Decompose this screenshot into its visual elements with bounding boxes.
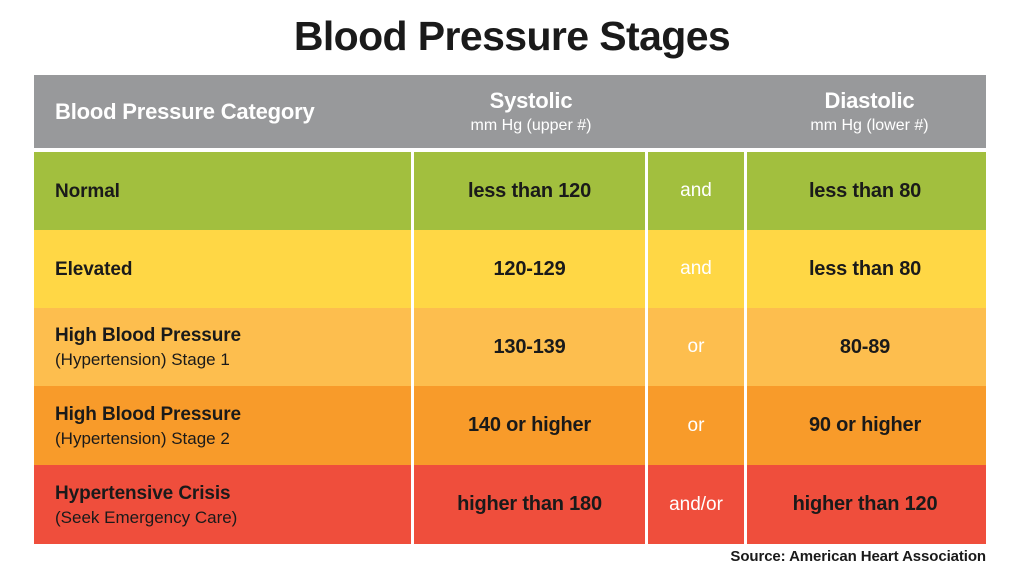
column-header-category-label: Blood Pressure Category [55,98,315,124]
cell-diastolic: higher than 120 [747,465,983,544]
column-header-systolic-label: Systolic [489,87,573,113]
cell-category: Hypertensive Crisis (Seek Emergency Care… [34,465,411,544]
table-row: High Blood Pressure (Hypertension) Stage… [34,308,986,386]
operator-value: and [680,180,712,201]
column-header-diastolic-units: mm Hg (lower #) [810,116,929,134]
blood-pressure-table: Blood Pressure Category Systolic mm Hg (… [34,75,986,544]
cell-systolic: 120-129 [411,230,648,308]
column-header-diastolic: Diastolic mm Hg (lower #) [753,75,986,148]
table-row: High Blood Pressure (Hypertension) Stage… [34,386,986,465]
category-name: High Blood Pressure [55,325,242,346]
cell-systolic: 140 or higher [411,386,648,465]
cell-diastolic: 90 or higher [747,386,983,465]
cell-category: High Blood Pressure (Hypertension) Stage… [34,308,411,386]
page-title: Blood Pressure Stages [293,13,731,59]
systolic-value: 130-139 [493,335,566,358]
cell-operator: and [648,152,747,230]
systolic-value: 140 or higher [468,414,591,436]
operator-value: and/or [669,493,723,515]
category-subtitle: (Hypertension) Stage 2 [55,428,230,448]
cell-diastolic: less than 80 [747,230,983,308]
column-header-systolic-units: mm Hg (upper #) [470,116,592,134]
category-name: High Blood Pressure [55,403,242,425]
systolic-value: less than 120 [467,179,592,202]
column-header-operator [651,75,753,148]
operator-value: or [687,414,705,436]
table-header-row: Blood Pressure Category Systolic mm Hg (… [34,75,986,148]
cell-category: Elevated [34,230,411,308]
diastolic-value: less than 80 [808,179,922,202]
category-name: Normal [55,180,120,202]
cell-systolic: higher than 180 [411,465,648,544]
category-name: Elevated [55,258,133,280]
diastolic-value: less than 80 [808,257,922,280]
systolic-value: 120-129 [493,257,566,280]
cell-diastolic: 80-89 [747,308,983,386]
table-row: Hypertensive Crisis (Seek Emergency Care… [34,465,986,544]
column-header-systolic: Systolic mm Hg (upper #) [411,75,651,148]
operator-value: or [687,336,705,357]
category-name: Hypertensive Crisis [55,482,231,504]
cell-operator: and/or [648,465,747,544]
column-header-category: Blood Pressure Category [34,75,411,148]
table-row: Normal less than 120 and less than 80 [34,152,986,230]
diastolic-value: higher than 120 [792,493,938,515]
diastolic-value: 80-89 [839,335,891,358]
systolic-value: higher than 180 [457,493,602,515]
cell-operator: or [648,386,747,465]
table-row: Elevated 120-129 and less than 80 [34,230,986,308]
diastolic-value: 90 or higher [808,414,922,436]
cell-operator: or [648,308,747,386]
operator-value: and [680,258,712,279]
source-attribution: Source: American Heart Association [730,548,986,565]
cell-category: High Blood Pressure (Hypertension) Stage… [34,386,411,465]
cell-systolic: 130-139 [411,308,648,386]
cell-operator: and [648,230,747,308]
column-header-diastolic-label: Diastolic [824,87,915,113]
category-subtitle: (Hypertension) Stage 1 [55,350,230,369]
cell-diastolic: less than 80 [747,152,983,230]
cell-category: Normal [34,152,411,230]
cell-systolic: less than 120 [411,152,648,230]
category-subtitle: (Seek Emergency Care) [55,507,238,527]
